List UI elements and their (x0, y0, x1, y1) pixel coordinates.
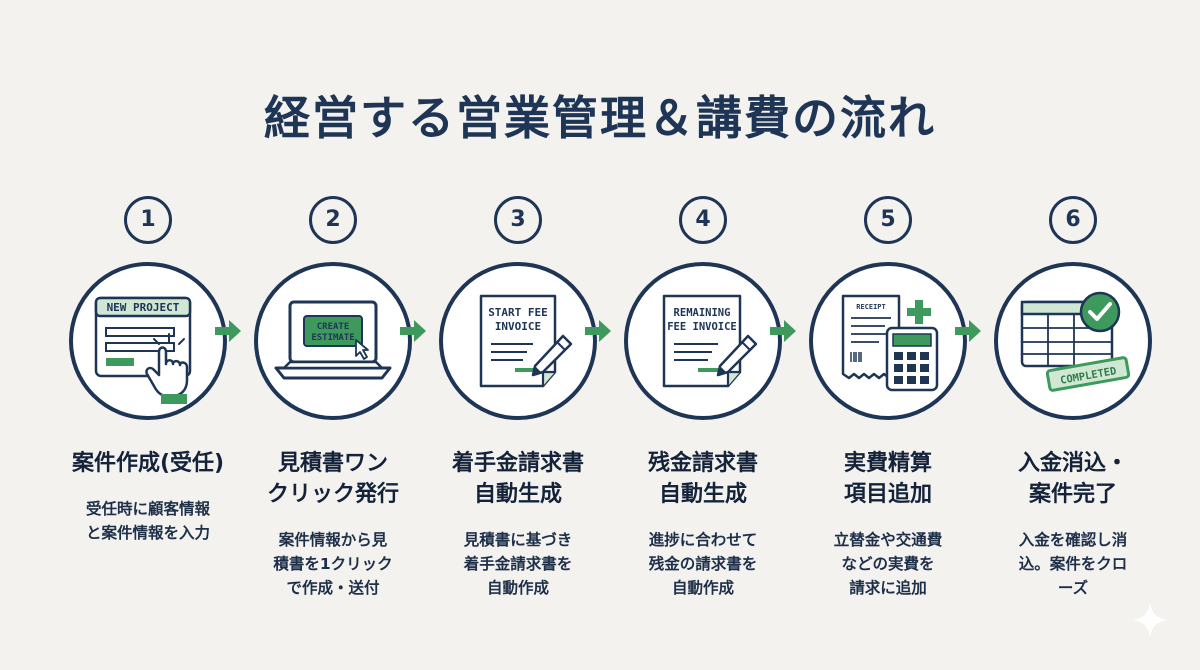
step-description: 案件情報から見 積書を1クリック で作成・送付 (233, 528, 433, 600)
invoice-title-label: INVOICE (495, 320, 541, 333)
step-title: 残金請求書 自動生成 (603, 448, 803, 510)
step-title: 見積書ワン クリック発行 (233, 448, 433, 510)
step-desc-line: などの実費を (841, 555, 935, 573)
step-title-line: 自動生成 (473, 482, 562, 507)
page-title: 経営する営業管理＆講費の流れ (264, 91, 936, 145)
arrow-right-icon (400, 320, 426, 342)
estimate-button-label: ESTIMATE (311, 333, 354, 343)
step-title-line: 項目追加 (843, 482, 932, 507)
step-6: 6 COMPLETED 入金消込・ 案件完了 入金を確認し消 込。案件をクロ ー… (973, 196, 1173, 600)
remaining-fee-invoice-icon: REMAINING FEE INVOICE (624, 262, 782, 420)
step-4: 4 REMAINING FEE INVOICE 残金請求書 自動生成 進捗に合わ… (603, 196, 803, 600)
step-title-line: 入金消込・ (1017, 451, 1128, 476)
step-desc-line: 入金を確認し消 (1018, 531, 1128, 549)
arrow-right-icon (585, 320, 611, 342)
receipt-calculator-icon: RECEIPT (809, 262, 967, 420)
step-title: 案件作成(受任) (48, 448, 248, 479)
step-desc-line: 着手金請求書を (463, 555, 573, 573)
arrow-right-icon (770, 320, 796, 342)
step-description: 入金を確認し消 込。案件をクロ ーズ (973, 528, 1173, 600)
step-number: 3 (494, 196, 542, 244)
step-title-line: 案件完了 (1028, 482, 1117, 507)
step-3: 3 START FEE INVOICE 着手金請求書 自動生成 見積書に基づき … (418, 196, 618, 600)
receipt-label: RECEIPT (856, 303, 886, 311)
step-title-line: 実費精算 (843, 451, 932, 476)
step-desc-line: ーズ (1057, 579, 1089, 597)
step-description: 進捗に合わせて 残金の請求書を 自動作成 (603, 528, 803, 600)
invoice-title-label: START FEE (488, 306, 548, 319)
step-description: 受任時に顧客情報 と案件情報を入力 (48, 497, 248, 545)
arrow-right-icon (955, 320, 981, 342)
laptop-estimate-icon: CREATE ESTIMATE (254, 262, 412, 420)
step-desc-line: 案件情報から見 (278, 531, 388, 549)
invoice-title-label: REMAINING (674, 307, 731, 319)
step-title: 着手金請求書 自動生成 (418, 448, 618, 510)
step-title-line: 見積書ワン (277, 451, 388, 476)
step-number: 6 (1049, 196, 1097, 244)
invoice-title-label: FEE INVOICE (667, 321, 737, 333)
step-title-line: 自動生成 (658, 482, 747, 507)
step-desc-line: と案件情報を入力 (85, 524, 210, 542)
step-desc-line: 積書を1クリック (273, 555, 393, 573)
step-desc-line: 込。案件をクロ (1018, 555, 1128, 573)
step-number: 1 (124, 196, 172, 244)
step-number: 4 (679, 196, 727, 244)
step-desc-line: 自動作成 (486, 579, 549, 597)
step-description: 見積書に基づき 着手金請求書を 自動作成 (418, 528, 618, 600)
step-desc-line: で作成・送付 (286, 579, 380, 597)
step-description: 立替金や交通費 などの実費を 請求に追加 (788, 528, 988, 600)
step-desc-line: 見積書に基づき (463, 531, 573, 549)
step-desc-line: 立替金や交通費 (833, 531, 943, 549)
step-title: 入金消込・ 案件完了 (973, 448, 1173, 510)
form-header-label: NEW PROJECT (107, 301, 180, 314)
completed-check-icon: COMPLETED (994, 262, 1152, 420)
step-desc-line: 受任時に顧客情報 (85, 500, 210, 518)
start-fee-invoice-icon: START FEE INVOICE (439, 262, 597, 420)
step-title-line: クリック発行 (266, 482, 399, 507)
arrow-right-icon (215, 320, 241, 342)
step-1: 1 NEW PROJECT 案件作成(受任) 受任時に顧客情報 と案件情報を入力 (48, 196, 248, 545)
step-2: 2 CREATE ESTIMATE 見積書ワン クリック発行 案件情報から見 積… (233, 196, 433, 600)
step-desc-line: 進捗に合わせて (648, 531, 758, 549)
step-title-line: 残金請求書 (647, 451, 758, 476)
step-title: 実費精算 項目追加 (788, 448, 988, 510)
step-title-line: 案件作成(受任) (71, 451, 225, 476)
sparkle-icon (1132, 602, 1168, 638)
new-project-form-icon: NEW PROJECT (69, 262, 227, 420)
step-number: 2 (309, 196, 357, 244)
step-number: 5 (864, 196, 912, 244)
step-desc-line: 残金の請求書を (648, 555, 758, 573)
estimate-button-label: CREATE (317, 322, 350, 332)
step-desc-line: 請求に追加 (849, 579, 927, 597)
step-title-line: 着手金請求書 (451, 451, 584, 476)
step-desc-line: 自動作成 (671, 579, 734, 597)
step-5: 5 RECEIPT 実費精算 (788, 196, 988, 600)
